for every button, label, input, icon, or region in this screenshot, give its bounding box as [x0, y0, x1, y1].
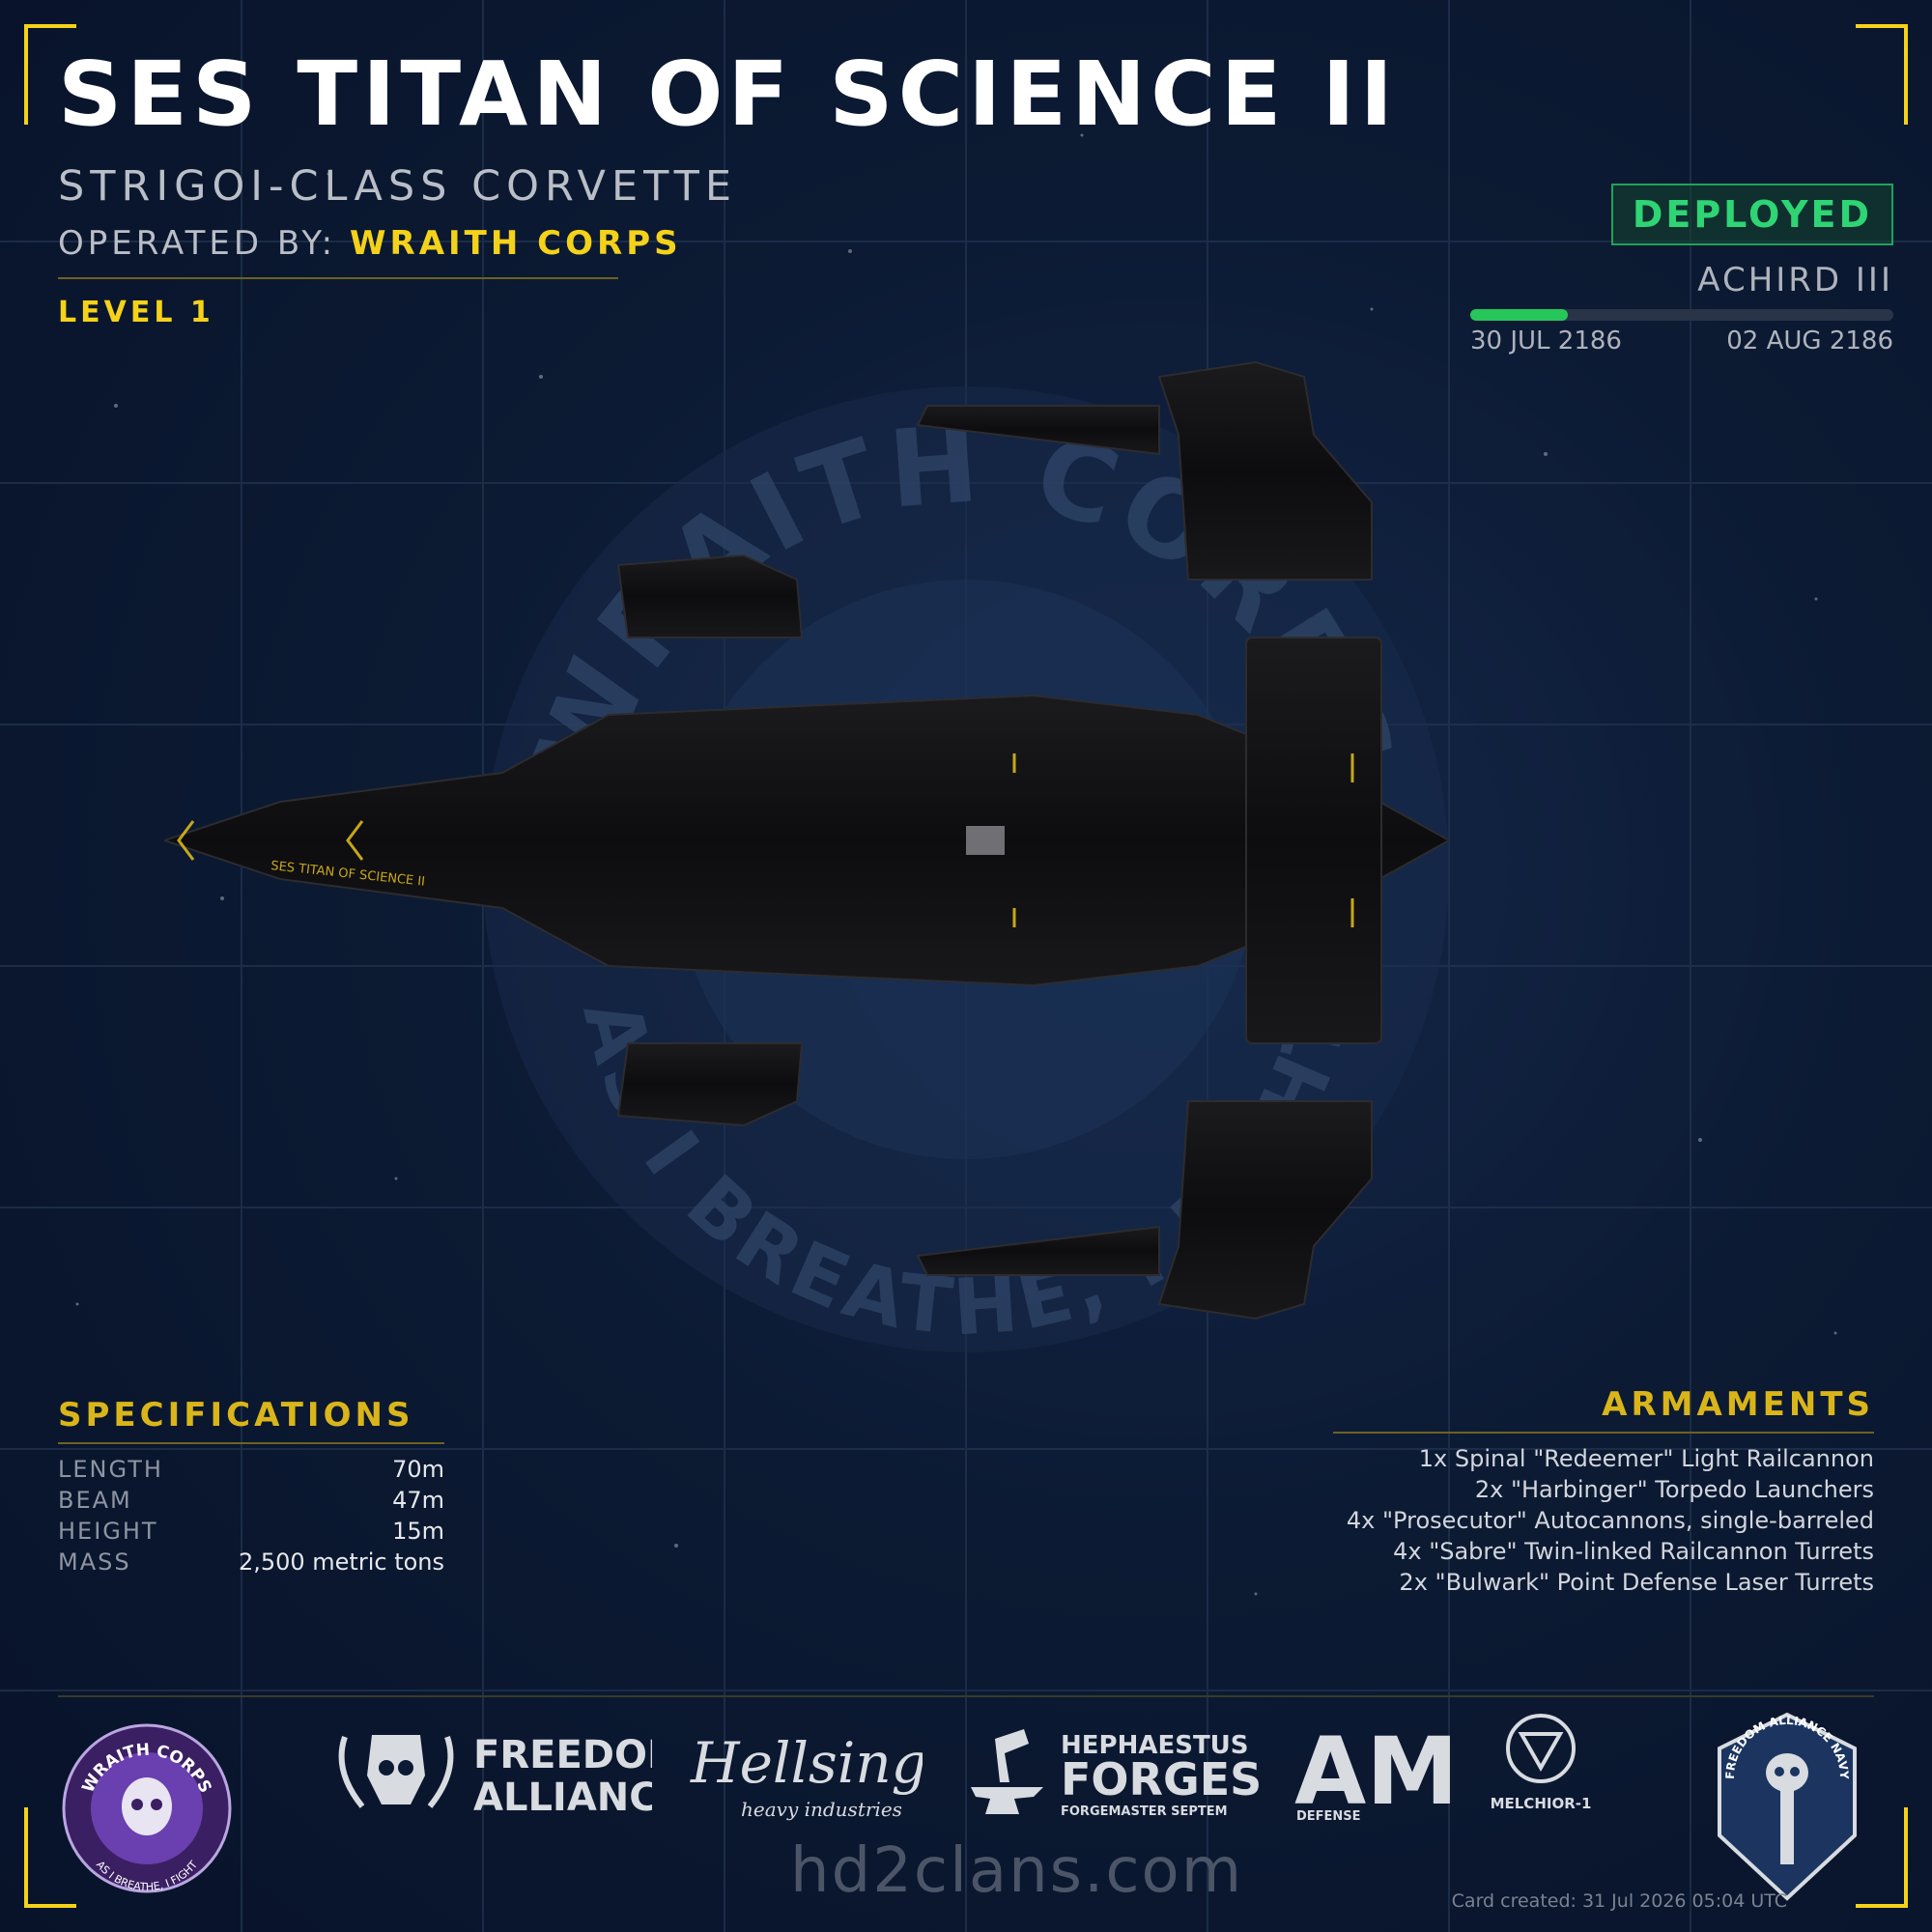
freedom-alliance-logo: FREEDOM ALLIANCE [338, 1733, 652, 1820]
skull-wreath-icon [338, 1735, 454, 1808]
deployment-start-date: 30 JUL 2186 [1470, 327, 1622, 355]
hephaestus-forges-logo: HEPHAESTUS FORGES FORGEMASTER SEPTEM [971, 1729, 1262, 1819]
upper-wing [1157, 360, 1373, 581]
lower-wing-prong [916, 1225, 1160, 1276]
hephaestus-line3: FORGEMASTER SEPTEM [1061, 1804, 1228, 1819]
spec-label: MASS [58, 1548, 131, 1576]
specifications-divider [58, 1442, 444, 1444]
lower-wing [1157, 1100, 1373, 1321]
freedom-alliance-line1: FREEDOM [473, 1733, 652, 1777]
ship-render: SES TITAN OF SCIENCE II [164, 360, 1452, 1321]
ship-class-subtitle: STRIGOI-CLASS CORVETTE [58, 162, 738, 211]
aperture-icon [1506, 1714, 1576, 1783]
am-defense-logo: AM DEFENSE [1294, 1724, 1459, 1821]
am-defense-line1: AM [1294, 1724, 1459, 1821]
melchior-line1: MELCHIOR-1 [1491, 1795, 1592, 1812]
deployment-status-badge: DEPLOYED [1610, 184, 1893, 245]
am-defense-line2: DEFENSE [1296, 1809, 1361, 1821]
corner-bracket-top-left [24, 24, 76, 125]
operator-value: WRAITH CORPS [350, 224, 682, 263]
spec-label: HEIGHT [58, 1518, 158, 1545]
freedom-alliance-line2: ALLIANCE [473, 1776, 652, 1820]
melchior-logo: MELCHIOR-1 [1491, 1714, 1592, 1812]
corner-bracket-top-right [1856, 24, 1908, 125]
spec-value: 70m [392, 1456, 444, 1483]
lower-mid-fin [616, 1042, 804, 1127]
shield-skull-icon [1766, 1753, 1808, 1864]
anvil-icon [971, 1729, 1043, 1814]
deployment-location: ACHIRD III [1697, 261, 1893, 299]
armaments-panel: ARMAMENTS 1x Spinal "Redeemer" Light Rai… [1333, 1385, 1874, 1598]
ship-name-title: SES TITAN OF SCIENCE II [58, 43, 1399, 146]
hellsing-line1: Hellsing [690, 1730, 923, 1796]
ship-level: LEVEL 1 [58, 296, 214, 329]
header-divider [58, 277, 618, 279]
armament-item: 4x "Prosecutor" Autocannons, single-barr… [1346, 1507, 1874, 1534]
spec-row: LENGTH 70m [58, 1454, 444, 1485]
operator-line: OPERATED BY: WRAITH CORPS [58, 224, 682, 263]
armaments-list: 1x Spinal "Redeemer" Light Railcannon 2x … [1333, 1443, 1874, 1598]
armament-item: 4x "Sabre" Twin-linked Railcannon Turret… [1393, 1538, 1874, 1565]
spec-value: 15m [392, 1518, 444, 1545]
armament-item: 2x "Harbinger" Torpedo Launchers [1474, 1476, 1874, 1503]
hephaestus-line1: HEPHAESTUS [1061, 1731, 1249, 1760]
spec-label: BEAM [58, 1487, 132, 1514]
corner-bracket-bottom-right [1856, 1807, 1908, 1908]
spec-value: 47m [392, 1487, 444, 1514]
armaments-divider [1333, 1432, 1874, 1434]
spec-value: 2,500 metric tons [238, 1548, 444, 1576]
upper-mid-fin [616, 554, 804, 639]
armaments-title: ARMAMENTS [1602, 1385, 1874, 1424]
spec-row: BEAM 47m [58, 1485, 444, 1516]
armament-item: 1x Spinal "Redeemer" Light Railcannon [1418, 1445, 1874, 1472]
bridge-module [966, 826, 1005, 855]
site-url: hd2clans.com [790, 1835, 1244, 1907]
engine-block [1245, 637, 1382, 1044]
wraith-corps-logo: WRAITH CORPS AS I BREATHE, I FIGHT [62, 1723, 232, 1893]
hellsing-logo: Hellsing heavy industries [690, 1730, 923, 1821]
deployment-end-date: 02 AUG 2186 [1726, 327, 1893, 355]
deployment-progress-bar [1470, 309, 1893, 321]
spec-label: LENGTH [58, 1456, 163, 1483]
skull-emblem-icon [122, 1777, 172, 1835]
specifications-title: SPECIFICATIONS [58, 1396, 414, 1435]
operator-label: OPERATED BY: [58, 224, 337, 263]
footer-divider [58, 1695, 1874, 1697]
hephaestus-line2: FORGES [1061, 1753, 1262, 1805]
spec-row: HEIGHT 15m [58, 1516, 444, 1547]
upper-wing-prong [916, 405, 1160, 456]
corner-bracket-bottom-left [24, 1807, 76, 1908]
deployment-progress-fill [1470, 309, 1568, 321]
main-hull [164, 694, 1452, 987]
spec-row: MASS 2,500 metric tons [58, 1547, 444, 1577]
card-created-timestamp: Card created: 31 Jul 2026 05:04 UTC [1451, 1890, 1787, 1912]
armament-item: 2x "Bulwark" Point Defense Laser Turrets [1399, 1569, 1874, 1596]
hellsing-line2: heavy industries [741, 1798, 902, 1821]
freedom-alliance-navy-logo: FREEDOM ALLIANCE NAVY [1718, 1712, 1857, 1901]
